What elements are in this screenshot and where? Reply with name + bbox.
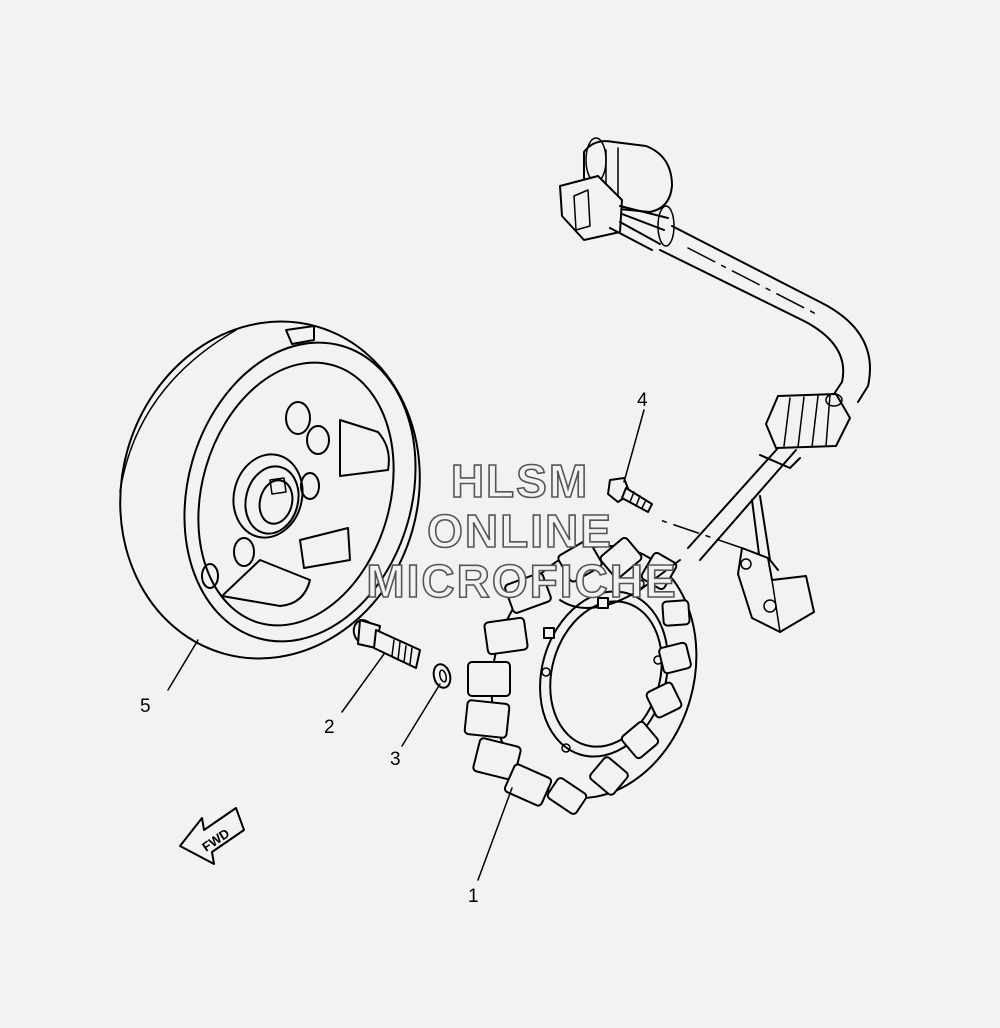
- callout-1: 1: [468, 886, 479, 907]
- callout-2: 2: [324, 717, 335, 738]
- harness-connectors: [559, 137, 675, 251]
- leader-line-5: [167, 639, 199, 691]
- watermark-line-1: HLSM: [451, 455, 589, 507]
- stator-windings: [463, 536, 692, 815]
- leader-line-4: [623, 409, 645, 483]
- callout-5: 5: [140, 696, 151, 717]
- pickup-coil: [737, 547, 815, 633]
- forward-direction-arrow: FWD: [179, 807, 245, 865]
- leader-line-2: [341, 653, 385, 713]
- washer: [432, 663, 452, 689]
- rotor-flywheel: [119, 320, 421, 660]
- bolt: [352, 619, 421, 669]
- leader-line-3: [401, 683, 441, 747]
- leader-lines: [167, 409, 645, 881]
- wire-harness: [659, 225, 871, 633]
- callout-4: 4: [637, 390, 648, 411]
- watermark-line-2: ONLINE: [427, 505, 613, 557]
- stator-coil: [463, 536, 698, 815]
- watermark: HLSM ONLINE MICROFICHE: [366, 454, 677, 608]
- watermark-line-3: MICROFICHE: [366, 555, 677, 607]
- leader-line-1: [477, 787, 513, 881]
- wire-grommet: [765, 393, 851, 449]
- callout-3: 3: [390, 749, 401, 770]
- screw: [607, 477, 653, 513]
